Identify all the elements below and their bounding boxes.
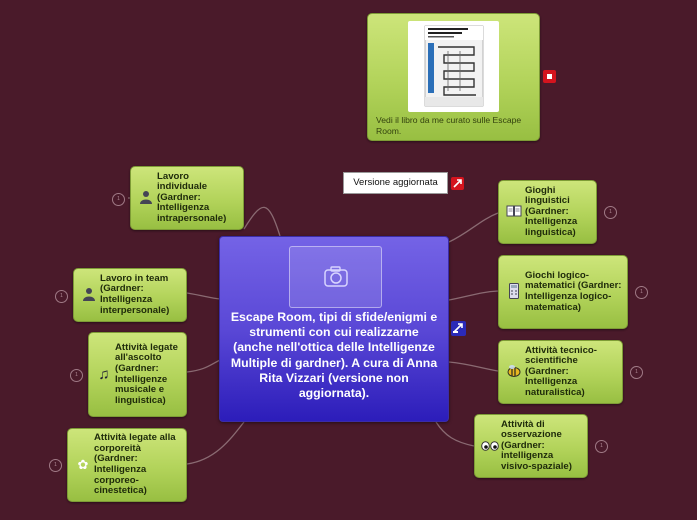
calculator-icon xyxy=(503,282,525,302)
node-label: Giochi logico-matematici (Gardner: Intel… xyxy=(525,269,622,313)
collapse-badge[interactable]: 1 xyxy=(604,206,617,219)
link-icon xyxy=(547,74,552,79)
collapse-badge[interactable]: 1 xyxy=(635,286,648,299)
node-attivita-tecnico-scientifiche[interactable]: Attività tecnico-scientifiche (Gardner: … xyxy=(498,340,623,404)
collapse-badge[interactable]: 1 xyxy=(595,440,608,453)
collapse-badge[interactable]: 1 xyxy=(55,290,68,303)
node-label: Lavoro individuale (Gardner: Intelligenz… xyxy=(157,170,227,224)
node-label: Gioghi linguistici (Gardner: Intelligenz… xyxy=(525,184,578,238)
image-placeholder xyxy=(289,246,382,308)
collapse-badge[interactable]: 1 xyxy=(630,366,643,379)
node-attivita-osservazione[interactable]: Attività di osservazione (Gardner: intel… xyxy=(474,414,588,478)
node-label: Attività legate all'ascolto (Gardner: In… xyxy=(115,341,178,406)
camera-icon xyxy=(324,266,348,287)
music-icon: ♫ xyxy=(98,366,110,383)
arrow-link-icon xyxy=(453,179,462,188)
arrow-link-icon xyxy=(453,323,463,333)
flower-icon: ✿ xyxy=(77,457,89,472)
node-label: Attività legate alla corporeità (Gardner… xyxy=(94,432,176,497)
node-label: Lavoro in team (Gardner: Intelligenza in… xyxy=(100,272,170,316)
book-node[interactable]: Vedi il libro da me curato sulle Escape … xyxy=(367,13,540,141)
node-attivita-corporeita[interactable]: ✿ Attività legate alla corporeità (Gardn… xyxy=(67,428,187,502)
central-link-tag[interactable] xyxy=(451,321,466,336)
book-cover-graphic xyxy=(424,25,484,107)
eyes-icon xyxy=(479,438,501,454)
node-label: Attività di osservazione (Gardner: intel… xyxy=(501,418,572,472)
node-lavoro-in-team[interactable]: Lavoro in team (Gardner: Intelligenza in… xyxy=(73,268,187,322)
updated-version-callout[interactable]: Versione aggiornata xyxy=(343,172,448,194)
bee-icon xyxy=(503,364,525,381)
attachment-tag[interactable] xyxy=(543,70,556,83)
person-icon xyxy=(78,287,100,304)
central-title: Escape Room, tipi di sfide/enigmi e stru… xyxy=(230,310,438,401)
book-icon xyxy=(503,204,525,220)
collapse-badge[interactable]: 1 xyxy=(49,459,62,472)
book-cover-image[interactable] xyxy=(408,21,499,112)
node-giochi-linguistici[interactable]: Gioghi linguistici (Gardner: Intelligenz… xyxy=(498,180,597,244)
node-lavoro-individuale[interactable]: Lavoro individuale (Gardner: Intelligenz… xyxy=(130,166,244,230)
node-attivita-ascolto[interactable]: ♫ Attività legate all'ascolto (Gardner: … xyxy=(88,332,187,417)
collapse-badge[interactable]: 1 xyxy=(70,369,83,382)
person-icon xyxy=(135,190,157,207)
node-label: Attività tecnico-scientifiche (Gardner: … xyxy=(525,344,597,398)
node-giochi-logico-matematici[interactable]: Giochi logico-matematici (Gardner: Intel… xyxy=(498,255,628,329)
central-topic[interactable]: Escape Room, tipi di sfide/enigmi e stru… xyxy=(219,236,449,422)
collapse-badge[interactable]: 1 xyxy=(112,193,125,206)
book-caption: Vedi il libro da me curato sulle Escape … xyxy=(376,115,522,136)
callout-link-tag[interactable] xyxy=(451,177,464,190)
